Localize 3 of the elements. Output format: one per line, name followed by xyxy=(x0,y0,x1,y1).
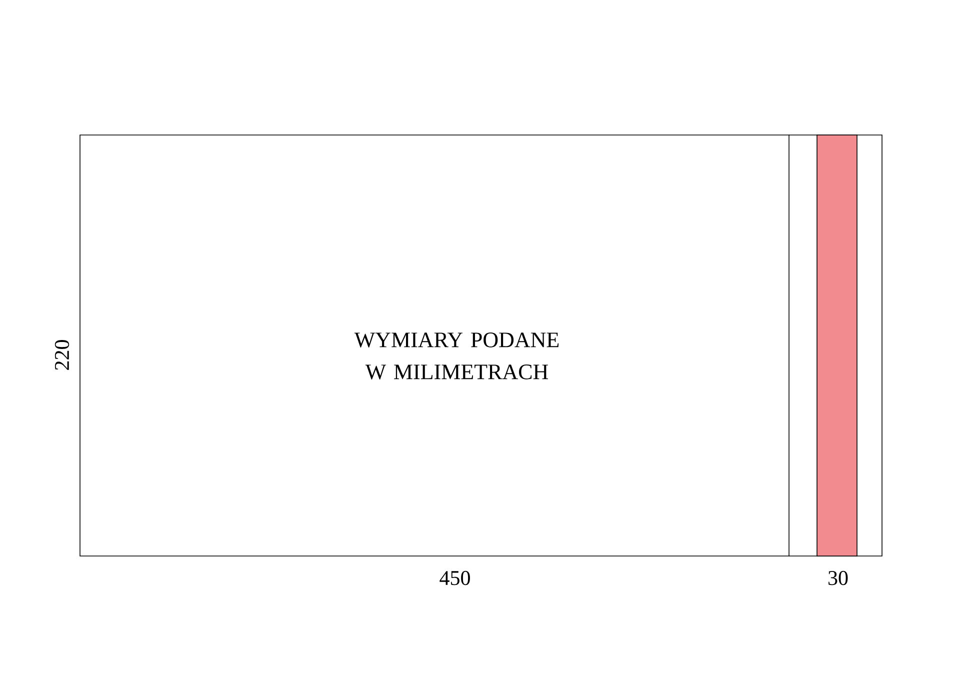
bar xyxy=(816,134,858,556)
panel: WYMIARY PODANE W MILIMETRACH xyxy=(80,134,790,556)
dimension-label: 30 xyxy=(828,570,848,586)
